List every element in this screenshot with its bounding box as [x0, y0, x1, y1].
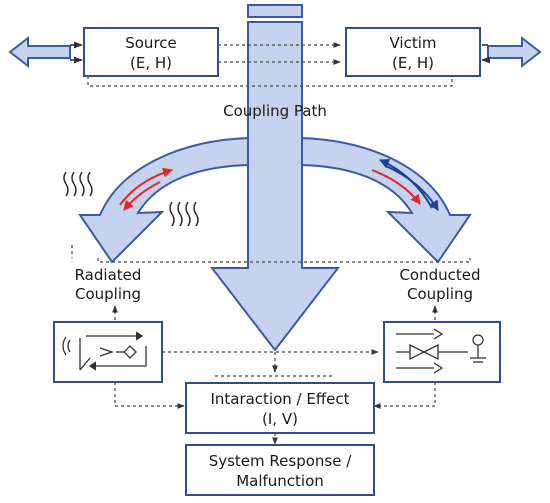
interaction-effect-values: (I, V)	[262, 410, 298, 428]
victim-box	[345, 27, 481, 77]
interaction-effect-label: Intaraction / Effect	[210, 390, 349, 408]
conducted-red-arrow	[371, 169, 421, 205]
victim-label: Victim	[389, 34, 436, 52]
conducted-circuit-icon	[396, 328, 486, 374]
conducted-blue-arrow-2	[385, 165, 439, 211]
top-bar	[247, 4, 303, 18]
radiated-curved-arrow	[78, 136, 251, 264]
source-fields: (E, H)	[130, 54, 172, 72]
radiated-coupling-label-2: Coupling	[75, 285, 141, 303]
victim-fields: (E, H)	[392, 54, 434, 72]
interaction-effect-box	[185, 382, 375, 434]
radiation-waves-icon	[63, 171, 93, 197]
conducted-curved-arrow	[299, 136, 472, 264]
left-outer-arrow	[8, 35, 71, 69]
radiated-coupling-label-1: Radiated	[75, 266, 142, 284]
radiated-red-arrow-2	[123, 181, 161, 211]
system-response-box	[185, 444, 375, 496]
system-response-malfunction: Malfunction	[236, 472, 324, 490]
radiation-waves-icon-2	[169, 201, 199, 227]
source-label: Source	[125, 34, 177, 52]
system-response-label: System Response /	[209, 452, 353, 470]
dashed-connectors	[71, 42, 471, 445]
coupling-path-main-arrow	[209, 21, 341, 352]
conducted-coupling-label-2: Coupling	[407, 285, 473, 303]
conducted-coupling-label-1: Conducted	[399, 266, 480, 284]
coupling-path-label: Coupling Path	[223, 102, 327, 120]
radiated-circuit-box	[53, 321, 163, 383]
source-box	[83, 27, 219, 77]
antenna-circuit-icon	[62, 331, 147, 371]
right-outer-arrow	[487, 35, 542, 69]
